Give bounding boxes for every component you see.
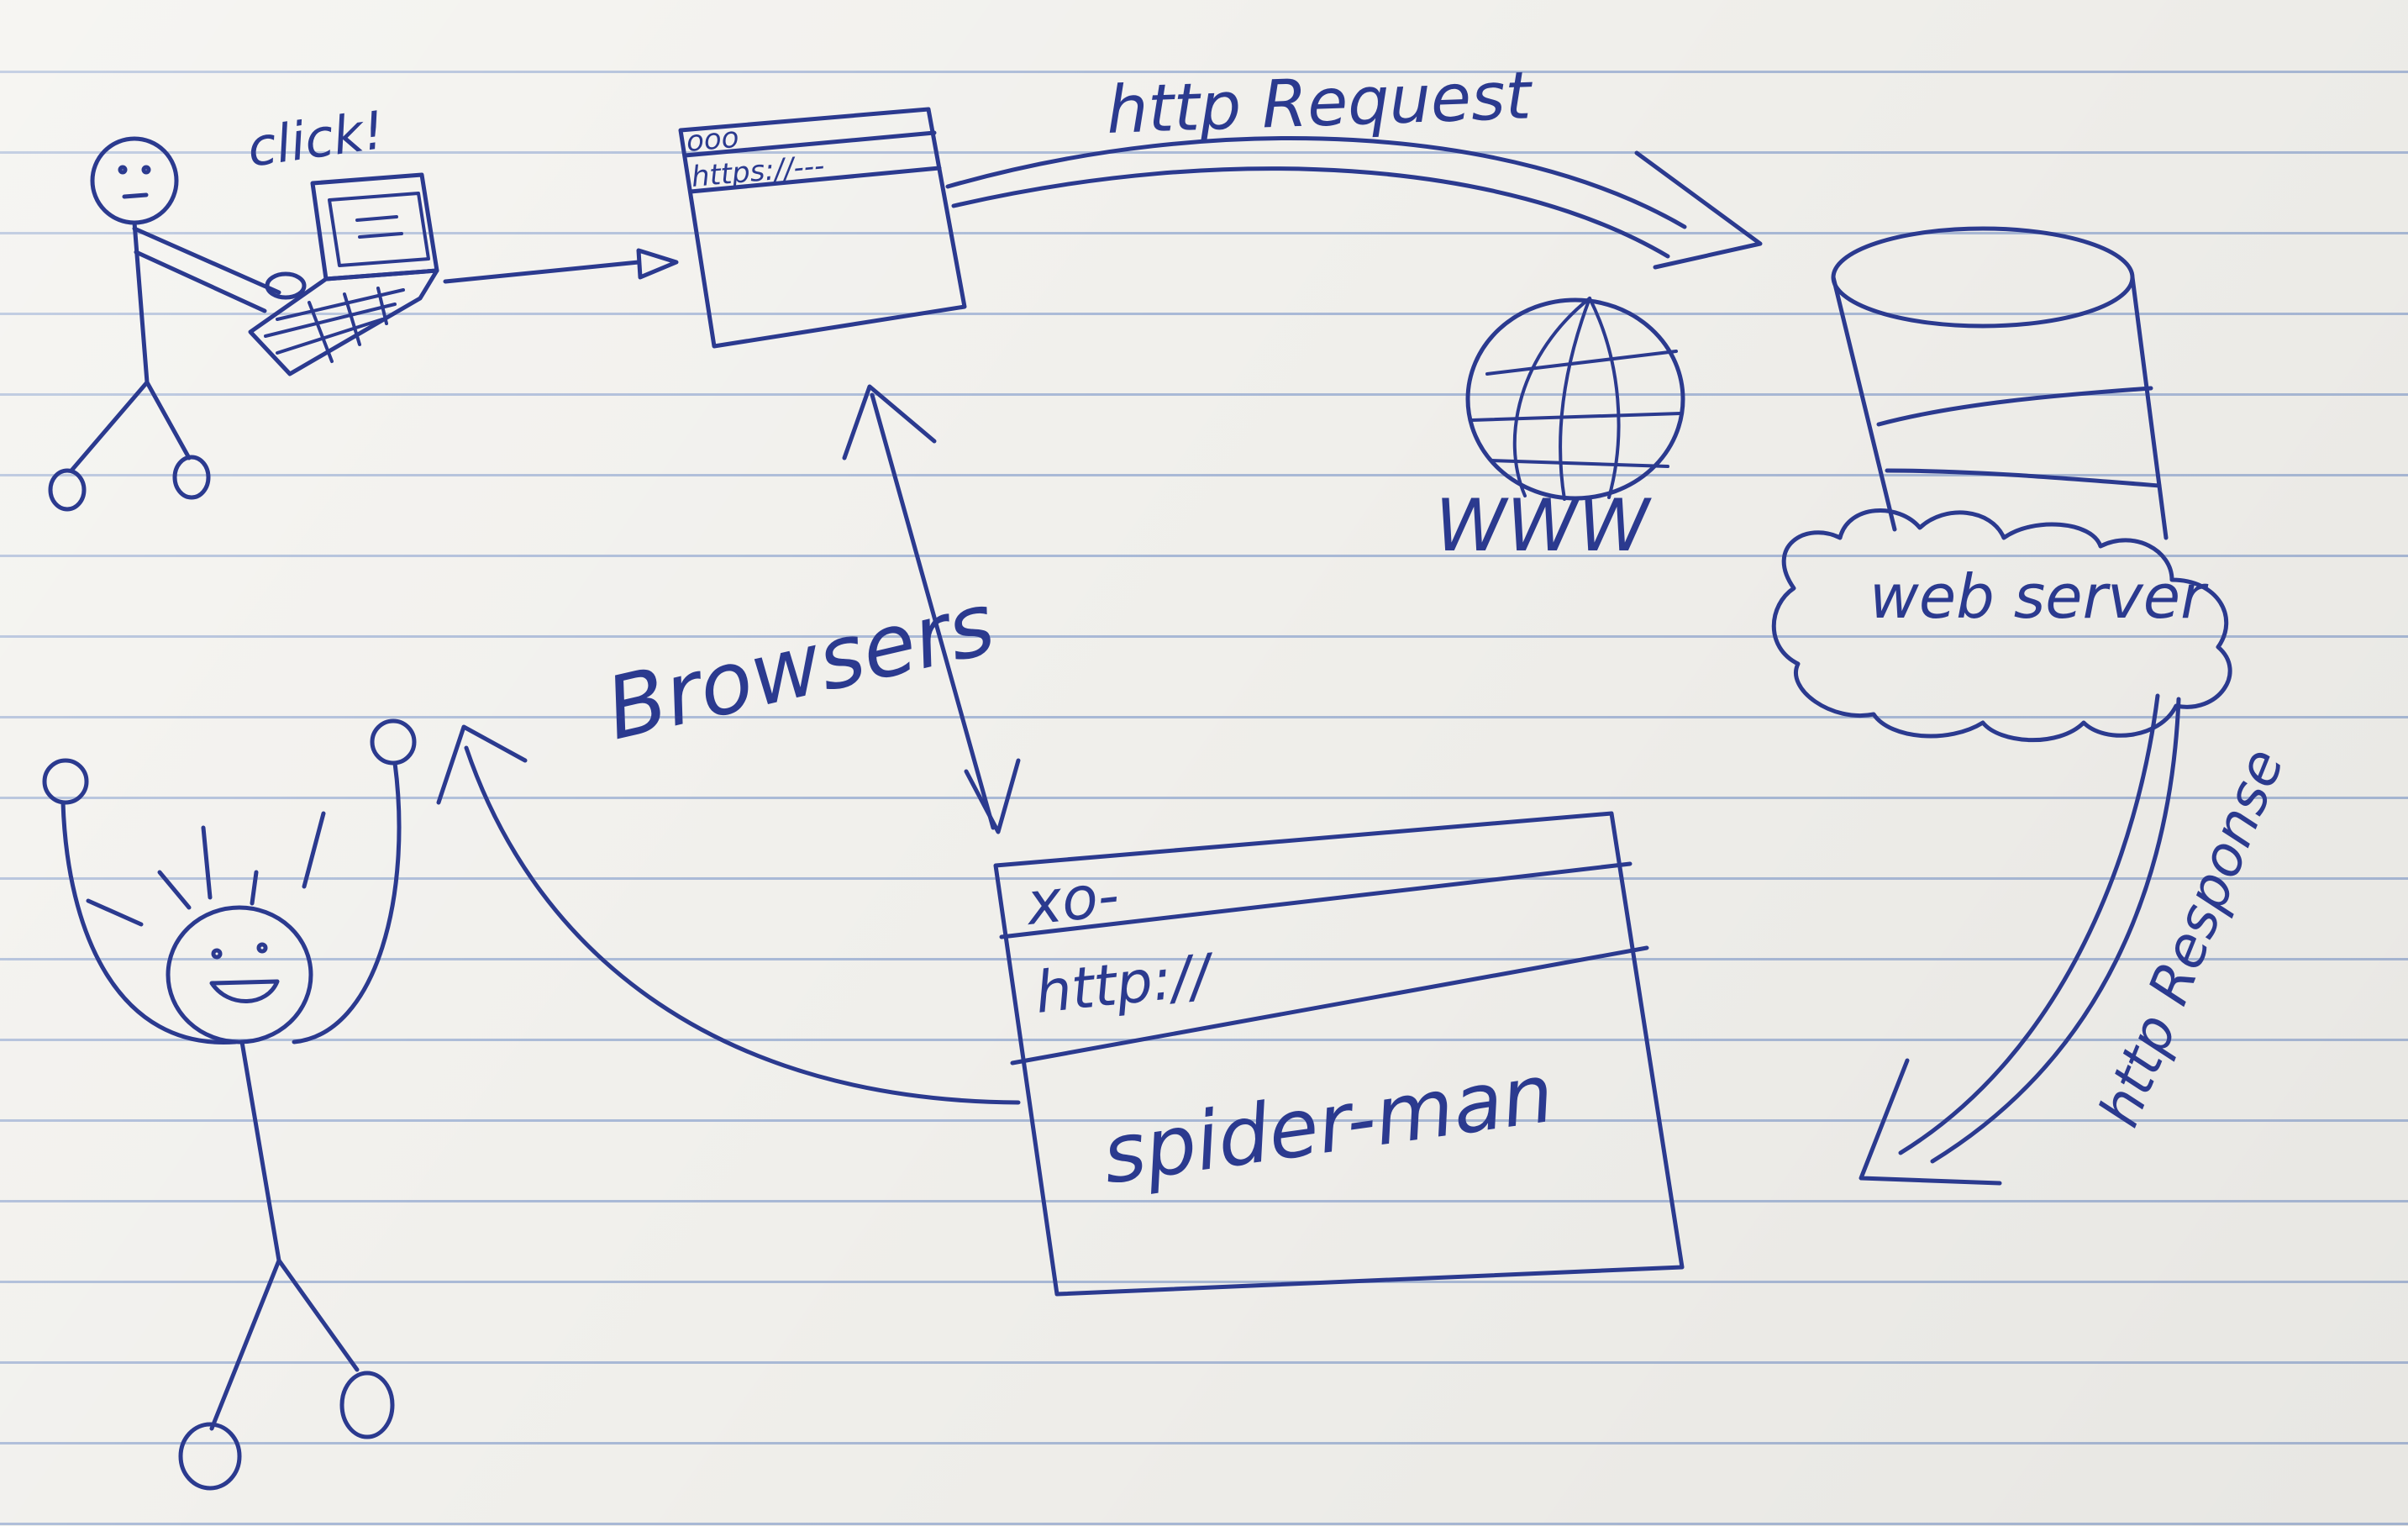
www-label: WWW bbox=[1435, 484, 1652, 568]
browser-bottom-frame bbox=[993, 811, 1685, 1297]
browser-top-urlbar-line bbox=[688, 166, 942, 194]
user-head bbox=[90, 136, 179, 225]
web-server-label: web server bbox=[1869, 561, 2209, 632]
http-request-arrow-upper bbox=[945, 135, 1687, 229]
user-arms bbox=[132, 226, 281, 313]
laptop-screen-inner bbox=[328, 192, 430, 267]
happy-user-hand-right bbox=[370, 718, 417, 766]
http-response-arrow-outer bbox=[1898, 693, 2160, 1155]
browser-bottom-content: spider-man bbox=[1097, 1046, 1559, 1202]
http-response-arrow-inner bbox=[1930, 697, 2181, 1164]
happy-user-smile bbox=[209, 979, 280, 1003]
browsers-label: Browsers bbox=[597, 574, 1003, 760]
hand-on-laptop bbox=[265, 271, 307, 300]
happy-user-eye-right bbox=[256, 942, 268, 954]
browser-to-user-arrow-line bbox=[464, 745, 1021, 1105]
globe-meridian-left bbox=[1512, 297, 1591, 497]
happy-user-body bbox=[239, 1039, 281, 1263]
happy-user-foot-left bbox=[178, 1422, 242, 1491]
http-request-arrowhead bbox=[1634, 150, 1763, 270]
happy-user-arm-right bbox=[292, 760, 402, 1045]
browser-bottom-titlebar-line bbox=[999, 861, 1632, 939]
user-foot-right bbox=[172, 455, 211, 500]
browsers-double-arrow-line bbox=[870, 392, 996, 830]
browsers-arrowhead-up bbox=[842, 384, 937, 460]
laptop-to-browser-arrow-line bbox=[443, 260, 641, 284]
happy-user-head bbox=[166, 905, 313, 1045]
browser-bottom-window-buttons: xo- bbox=[1022, 860, 1122, 939]
user-legs bbox=[69, 380, 192, 473]
browser-top-titlebar-line bbox=[682, 130, 937, 158]
database-top bbox=[1831, 226, 2135, 329]
user-eye-left bbox=[118, 165, 128, 175]
globe-meridian-center bbox=[1559, 297, 1591, 501]
laptop-keyboard bbox=[248, 268, 439, 376]
laptop-keys bbox=[264, 287, 405, 363]
globe-parallels bbox=[1470, 350, 1682, 468]
http-response-arrowhead bbox=[1859, 1058, 2002, 1186]
happy-user-figure bbox=[42, 718, 417, 1491]
http-request-arrow-lower bbox=[951, 166, 1670, 259]
database-divider-2 bbox=[1885, 468, 2162, 488]
browsers-arrowhead-down bbox=[964, 758, 1021, 834]
database-icon bbox=[1831, 226, 2169, 540]
happy-user-eye-left bbox=[211, 948, 223, 960]
web-server-cloud bbox=[1771, 508, 2232, 743]
browser-top-frame bbox=[678, 107, 967, 349]
laptop-screen-lines bbox=[355, 215, 403, 239]
database-sides bbox=[1831, 275, 2169, 540]
click-label: click! bbox=[244, 99, 388, 179]
globe-outline bbox=[1465, 297, 1685, 501]
browser-window-top: ooo https://--- bbox=[678, 107, 967, 349]
happy-user-legs bbox=[209, 1258, 360, 1431]
user-eye-right bbox=[141, 165, 151, 175]
browser-bottom-url: http:// bbox=[1033, 942, 1219, 1027]
laptop-to-browser-arrowhead bbox=[636, 248, 679, 280]
browser-bottom-urlbar-line bbox=[1010, 945, 1649, 1066]
user-at-laptop-figure bbox=[48, 136, 281, 512]
http-request-label: http Request bbox=[1106, 58, 1534, 149]
user-body bbox=[132, 220, 150, 385]
http-response-label: http Response bbox=[2086, 739, 2296, 1135]
browser-window-bottom: xo- http:// spider-man bbox=[993, 811, 1685, 1297]
user-foot-left bbox=[48, 468, 87, 512]
happy-user-hand-left bbox=[42, 758, 89, 805]
laptop-icon bbox=[248, 172, 439, 376]
happy-user-arm-left bbox=[60, 800, 238, 1045]
happy-user-joy-lines bbox=[86, 811, 326, 927]
browser-top-window-buttons: ooo bbox=[685, 121, 740, 159]
globe-icon bbox=[1465, 297, 1685, 501]
globe-meridian-right bbox=[1588, 297, 1621, 499]
database-divider-1 bbox=[1876, 386, 2153, 427]
happy-user-foot-right bbox=[339, 1371, 395, 1439]
browser-to-user-arrowhead bbox=[436, 724, 528, 805]
user-mouth bbox=[122, 192, 149, 199]
